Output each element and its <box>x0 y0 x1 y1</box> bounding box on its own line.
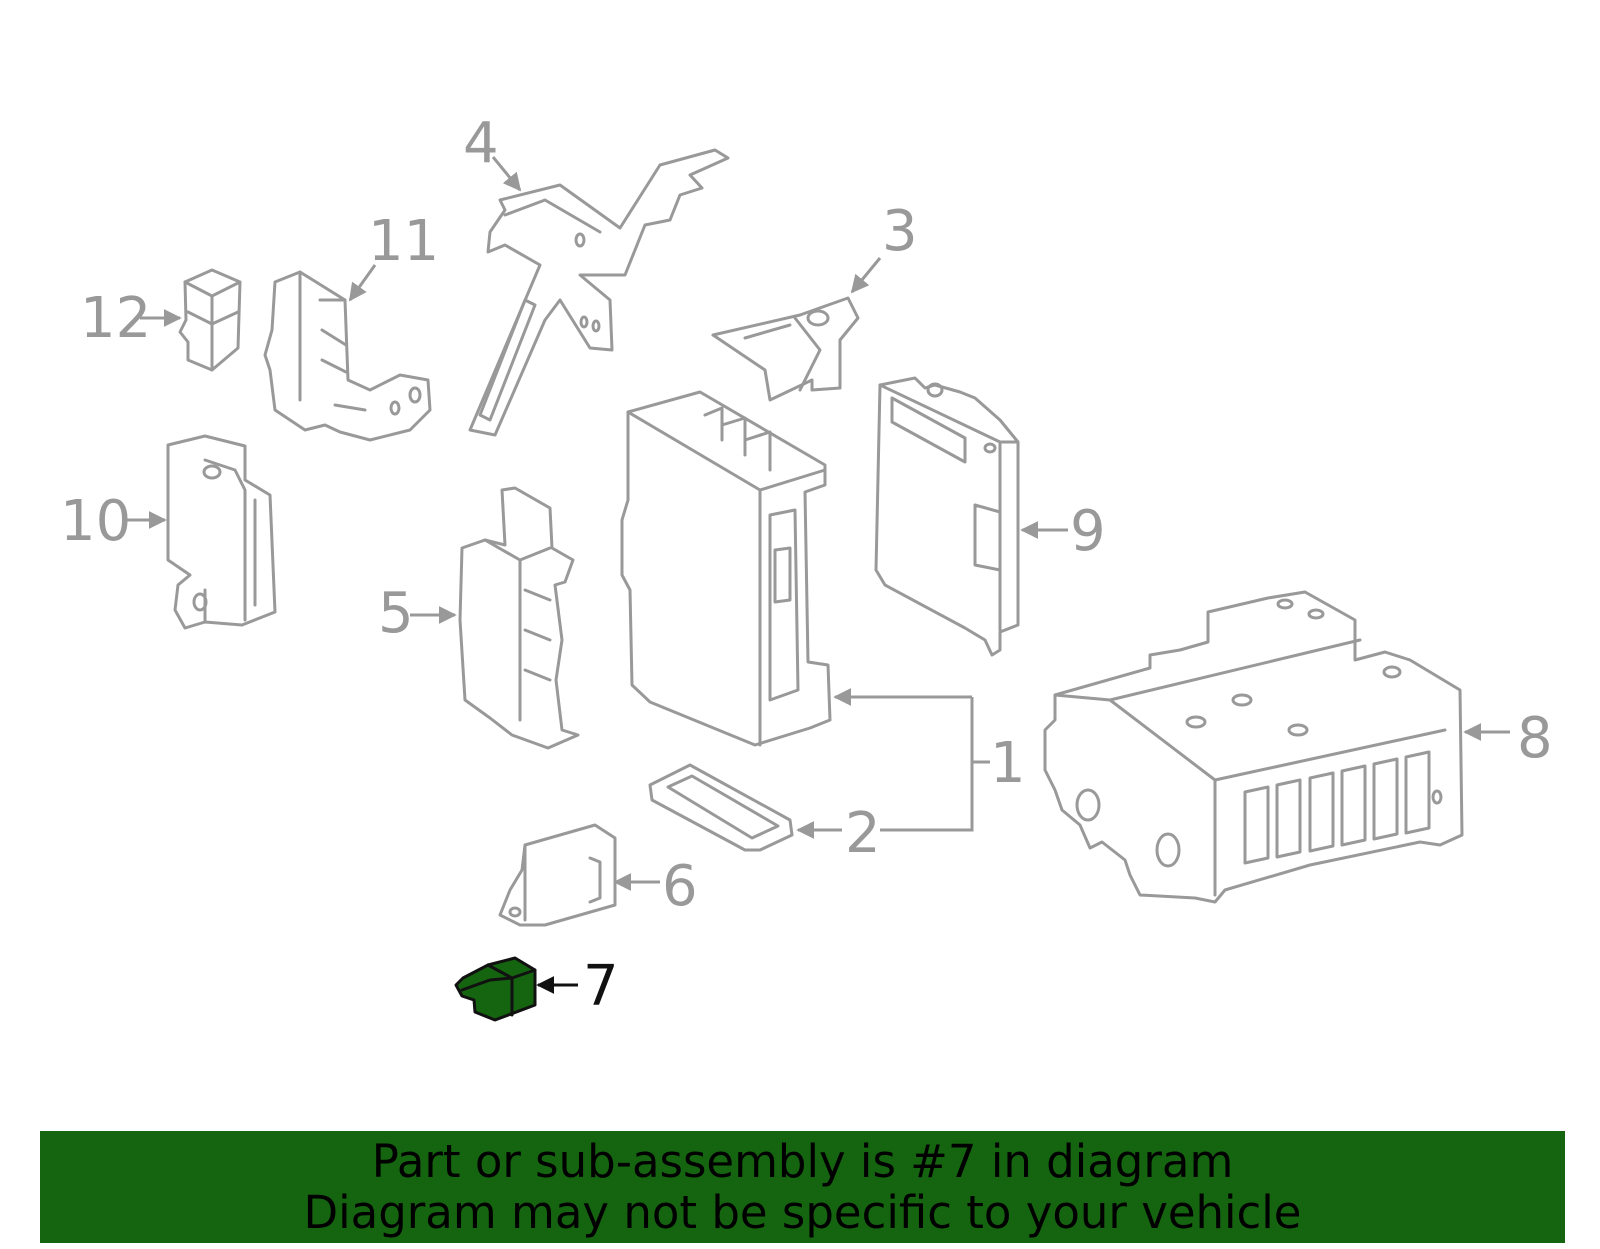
part-8-junction-block <box>1043 590 1464 904</box>
callout-8: 8 <box>1463 706 1553 771</box>
svg-text:9: 9 <box>1070 499 1106 564</box>
part-9-module <box>874 376 1020 657</box>
svg-text:6: 6 <box>662 854 698 919</box>
callout-4: 4 <box>463 111 522 192</box>
callout-3: 3 <box>850 199 918 294</box>
callout-6: 6 <box>613 854 698 919</box>
svg-text:5: 5 <box>378 581 414 646</box>
callout-1: 1 <box>833 688 1026 832</box>
part-3-bracket <box>711 296 860 402</box>
info-banner: Part or sub-assembly is #7 in diagram Di… <box>40 1131 1565 1243</box>
svg-text:1: 1 <box>990 731 1026 796</box>
svg-text:2: 2 <box>845 801 881 866</box>
svg-text:8: 8 <box>1517 706 1553 771</box>
svg-text:3: 3 <box>882 199 918 264</box>
part-2-cover <box>648 763 794 852</box>
part-4-bracket <box>468 148 730 437</box>
svg-text:4: 4 <box>463 111 499 176</box>
part-6-module <box>498 823 617 927</box>
svg-text:10: 10 <box>60 489 131 554</box>
callout-12: 12 <box>80 286 182 351</box>
callout-5: 5 <box>378 581 457 646</box>
part-12-relay <box>178 268 242 372</box>
part-10-module <box>166 434 277 630</box>
callout-7: 7 <box>536 954 619 1019</box>
svg-text:7: 7 <box>583 954 619 1019</box>
part-7-highlighted <box>454 956 537 1022</box>
callout-2: 2 <box>796 801 881 866</box>
callout-9: 9 <box>1020 499 1106 564</box>
part-1-module <box>620 390 832 747</box>
svg-text:11: 11 <box>368 209 439 274</box>
svg-text:12: 12 <box>80 286 151 351</box>
callout-11: 11 <box>348 209 439 302</box>
part-5-module <box>458 486 580 750</box>
part-11-module <box>263 270 432 442</box>
callout-10: 10 <box>60 489 167 554</box>
banner-line-2: Diagram may not be specific to your vehi… <box>303 1186 1302 1239</box>
banner-line-1: Part or sub-assembly is #7 in diagram <box>371 1135 1234 1188</box>
